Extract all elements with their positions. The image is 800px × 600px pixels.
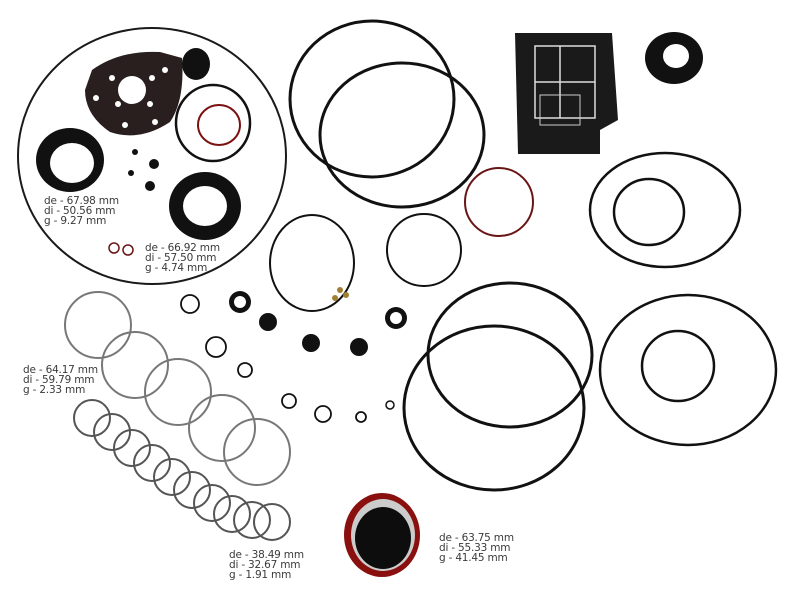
o-ring-mid-1 xyxy=(464,167,534,237)
o-ring-mid-3 xyxy=(269,214,355,312)
big-o-ring-5 xyxy=(598,293,778,447)
dimension-label-seal-2: de - 66.92 mm di - 57.50 mm g - 4.74 mm xyxy=(145,242,220,274)
o-ring-pair-outer xyxy=(174,83,252,163)
sealing-rings-large xyxy=(64,291,291,486)
o-ring-right-2 xyxy=(612,177,686,247)
o-ring-right-3 xyxy=(640,329,716,403)
big-o-ring-1 xyxy=(288,19,456,179)
bolt-gasket xyxy=(85,51,183,136)
big-o-ring-2 xyxy=(318,61,486,209)
dimension-label-ring-set-1: de - 64.17 mm di - 59.79 mm g - 2.33 mm xyxy=(23,364,98,396)
big-o-ring-4 xyxy=(402,324,586,492)
dimension-label-piston-seal: de - 63.75 mm di - 55.33 mm g - 41.45 mm xyxy=(439,532,514,564)
dimension-label-ring-set-2: de - 38.49 mm di - 32.67 mm g - 1.91 mm xyxy=(229,549,304,581)
o-ring-mid-2 xyxy=(386,213,462,287)
separator-plate xyxy=(515,33,618,154)
o-ring-right-1 xyxy=(588,151,742,269)
sealing-rings-small xyxy=(73,399,291,541)
piston-seal xyxy=(344,493,420,577)
large-o-ring xyxy=(17,27,287,285)
o-ring-pair-inner xyxy=(197,104,241,146)
dimension-label-seal-1: de - 67.98 mm di - 50.56 mm g - 9.27 mm xyxy=(44,195,119,227)
big-o-ring-3 xyxy=(426,281,594,429)
plug-cap xyxy=(182,48,210,80)
